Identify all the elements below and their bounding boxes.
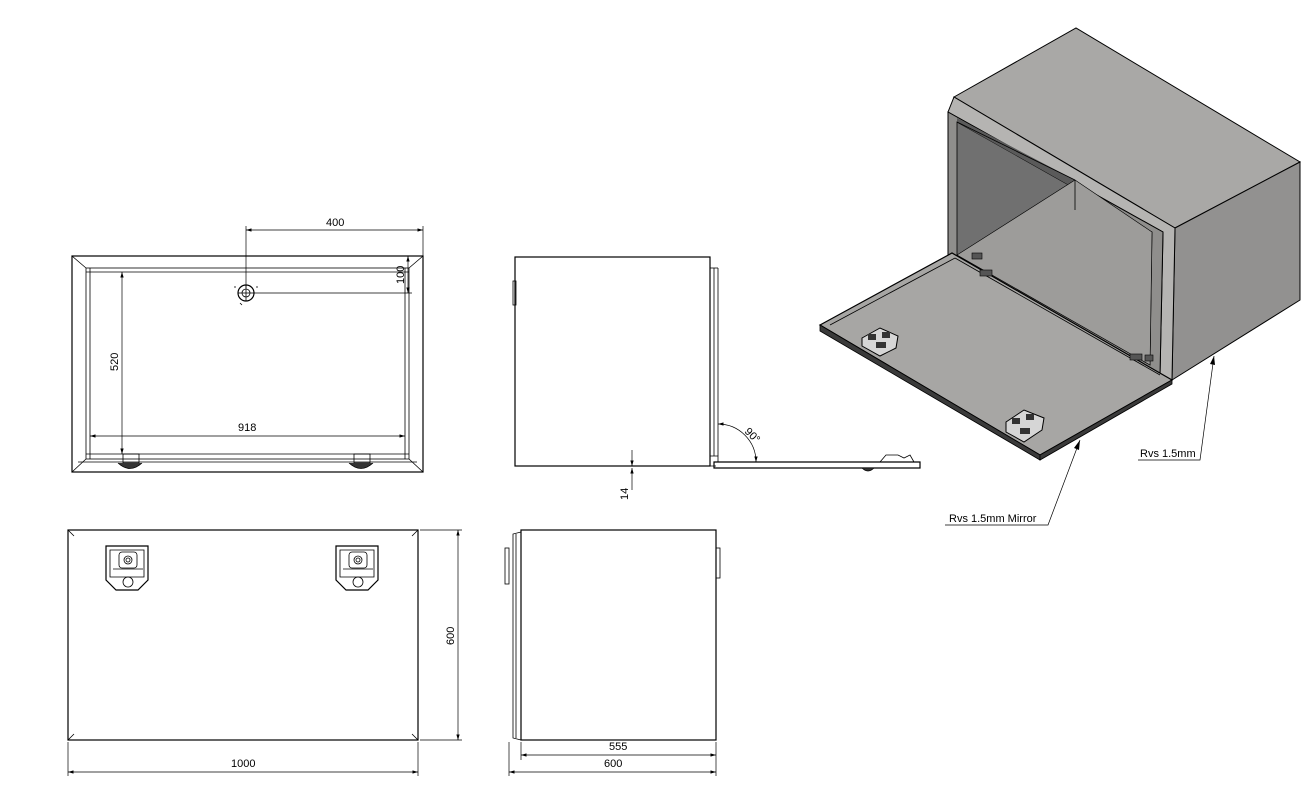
callout-body-material: Rvs 1.5mm [1140,448,1196,460]
side-view-closed: 555 600 [504,529,721,776]
front-view-door [67,529,419,741]
side-view-body [514,256,711,467]
side-view-open: 90° 14 [512,256,921,500]
dim-lid-offset: 14 [619,488,631,500]
side-view-open-lid [713,461,921,469]
callout-door-material: Rvs 1.5mm Mirror [949,513,1037,525]
dim-inner-width: 918 [238,422,256,434]
callout-door-leader [945,439,1081,526]
top-view-latch-right [348,453,374,469]
dim-front-width: 1000 [231,758,255,770]
dim-inner-height: 520 [109,353,121,371]
top-view-outer-frame [71,255,424,473]
dim-hole-offset-x: 400 [326,217,344,229]
iso-lock-left [861,327,899,357]
t-handle-lock-icon-right [335,545,379,591]
dim-lid-angle: 90° [742,426,762,446]
dim-side-inner-depth: 555 [609,741,627,753]
top-view-latch-left [117,453,143,469]
iso-hinge-left [971,252,993,277]
iso-lock-right [1005,409,1045,443]
top-view: 400 100 520 918 [71,217,424,473]
dim-hole-offset-y: 100 [395,266,407,284]
iso-hinge-right [1129,353,1154,362]
dim-front-height: 600 [445,627,457,645]
front-view: 600 1000 [67,529,462,776]
side-view-closed-body [520,529,717,741]
callout-body-leader [1138,355,1215,461]
top-view-inner-frame [85,267,410,460]
isometric-view: Rvs 1.5mm Mirror Rvs 1.5mm [818,27,1302,526]
dim-side-depth: 600 [604,758,622,770]
t-handle-lock-icon-left [105,545,149,591]
